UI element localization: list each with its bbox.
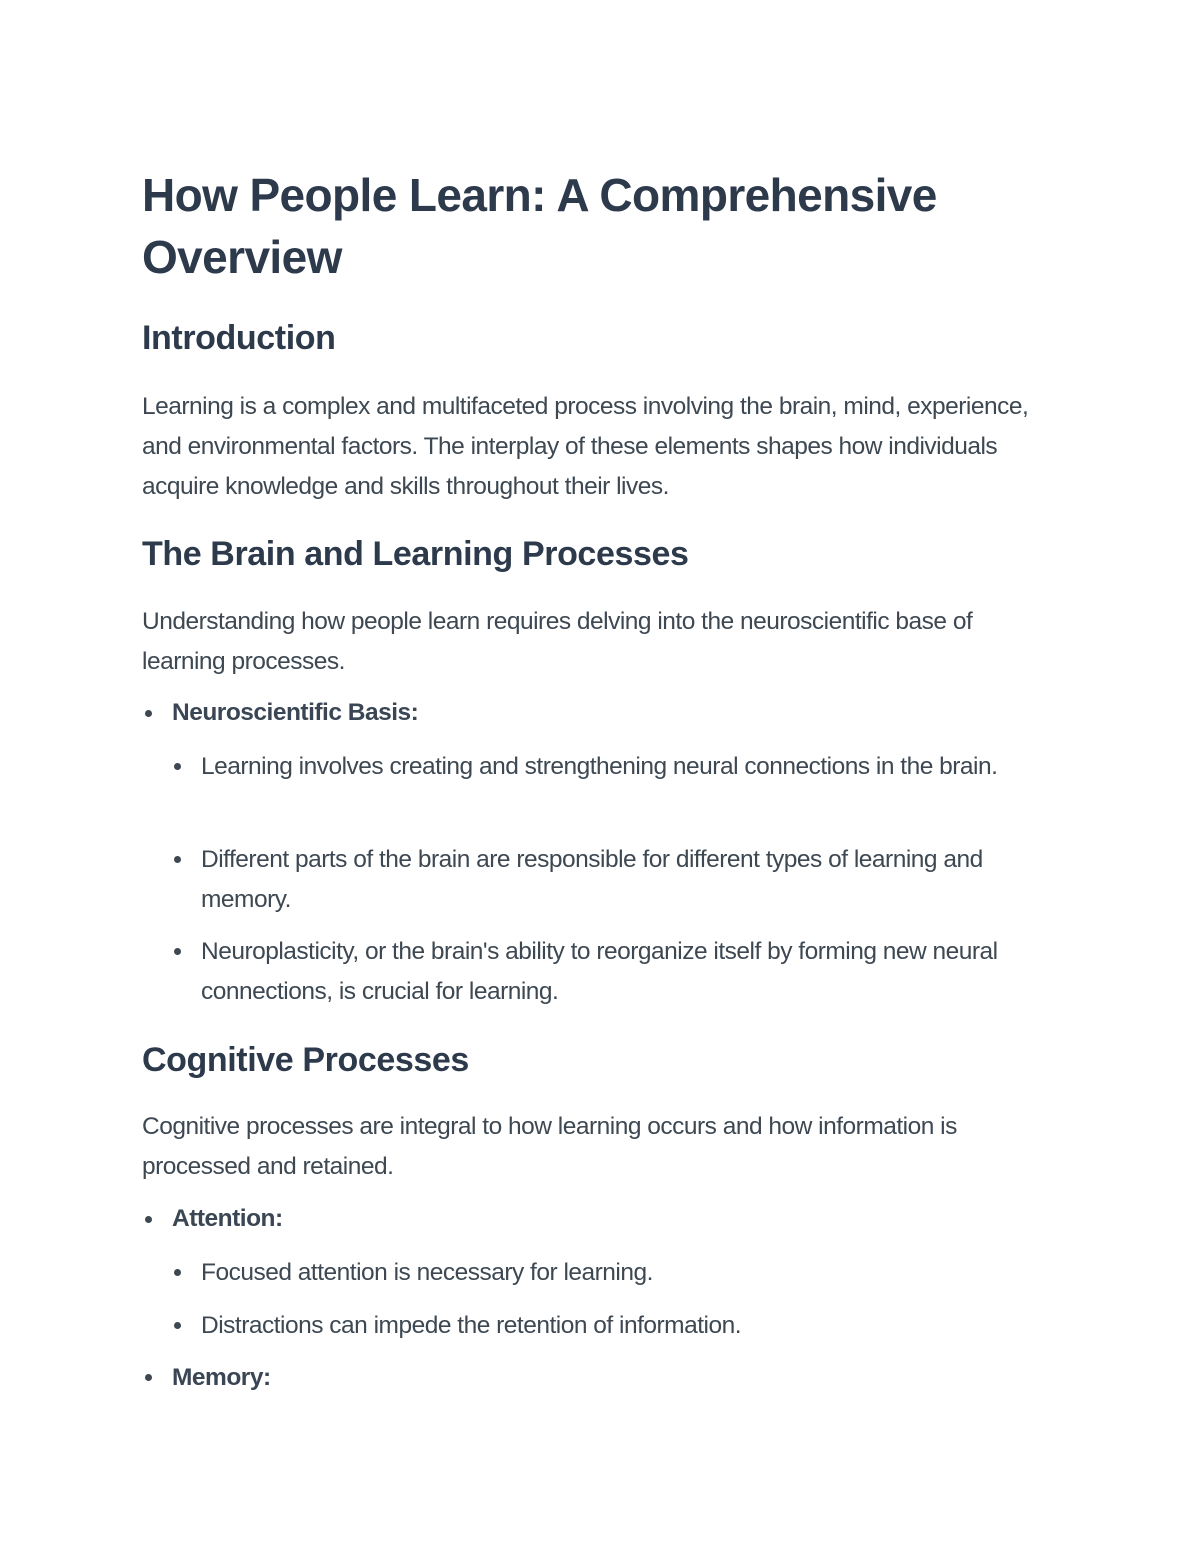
bullet-icon bbox=[145, 710, 152, 717]
bullet-icon bbox=[174, 1322, 181, 1329]
bullet-icon bbox=[174, 1269, 181, 1276]
bullet-icon bbox=[145, 1374, 152, 1381]
list-item-neuroscientific-basis: Neuroscientific Basis: bbox=[172, 699, 419, 726]
section-heading-brain-learning: The Brain and Learning Processes bbox=[142, 535, 689, 573]
cognitive-processes-paragraph: Cognitive processes are integral to how … bbox=[142, 1113, 957, 1180]
list-item-memory: Memory: bbox=[172, 1364, 271, 1391]
list-item: Different parts of the brain are respons… bbox=[201, 846, 983, 913]
brain-learning-paragraph: Understanding how people learn requires … bbox=[142, 608, 973, 675]
bullet-icon bbox=[174, 763, 181, 770]
list-item: Learning involves creating and strengthe… bbox=[201, 753, 998, 780]
bullet-icon bbox=[174, 856, 181, 863]
section-heading-introduction: Introduction bbox=[142, 319, 336, 357]
bullet-icon bbox=[145, 1216, 152, 1223]
list-item: Distractions can impede the retention of… bbox=[201, 1312, 742, 1339]
list-item: Neuroplasticity, or the brain's ability … bbox=[201, 938, 998, 1005]
bullet-icon bbox=[174, 948, 181, 955]
list-item: Focused attention is necessary for learn… bbox=[201, 1259, 653, 1286]
document-title: How People Learn: A Comprehensive Overvi… bbox=[142, 169, 937, 283]
introduction-paragraph: Learning is a complex and multifaceted p… bbox=[142, 393, 1029, 500]
list-item-attention: Attention: bbox=[172, 1205, 283, 1232]
section-heading-cognitive-processes: Cognitive Processes bbox=[142, 1041, 469, 1079]
